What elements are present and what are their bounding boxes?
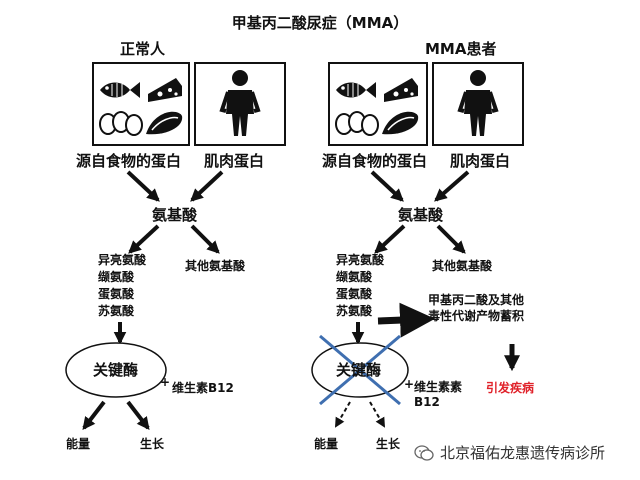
arrow-to-toxic-accumulation xyxy=(377,302,435,338)
person-icon xyxy=(219,70,261,136)
toxic-accumulation-label: 甲基丙二酸及其他 毒性代谢产物蓄积 xyxy=(428,292,524,324)
eggs-icon xyxy=(99,111,143,136)
toxic-line-1: 甲基丙二酸及其他 xyxy=(428,293,525,307)
amino-acid-item: 蛋氨酸 xyxy=(98,287,135,301)
vitamin-line-1: 维生素素 xyxy=(414,380,463,394)
cross-line-2 xyxy=(319,334,401,406)
muscle-icon-box-left xyxy=(194,62,286,146)
growth-label-right: 生长 xyxy=(376,437,401,451)
fish-icon xyxy=(100,82,140,98)
growth-label-left: 生长 xyxy=(140,437,165,451)
watermark-text: 北京福佑龙惠遗传病诊所 xyxy=(440,444,606,462)
wechat-icon xyxy=(414,444,434,461)
disease-label: 引发疾病 xyxy=(486,381,535,395)
arrow-food-to-amino-left xyxy=(126,170,160,202)
food-icon xyxy=(335,78,419,136)
amino-acid-item: 缬氨酸 xyxy=(336,270,373,284)
watermark: 北京福佑龙惠遗传病诊所 xyxy=(414,442,605,463)
mma-patient-heading: MMA患者 xyxy=(425,40,497,58)
arrow-enzyme-to-growth-left xyxy=(126,400,150,431)
amino-acid-item: 苏氨酸 xyxy=(336,304,373,318)
enzyme-ellipse-left xyxy=(65,342,167,398)
food-icons-box-right xyxy=(328,62,428,146)
muscle-protein-label-left: 肌肉蛋白 xyxy=(204,152,265,170)
amino-acid-item: 蛋氨酸 xyxy=(336,287,373,301)
other-amino-acids-label-left: 其他氨基酸 xyxy=(185,259,246,273)
other-amino-acids-label-right: 其他氨基酸 xyxy=(432,259,493,273)
person-icon xyxy=(457,70,499,136)
energy-label-right: 能量 xyxy=(314,437,339,451)
dashed-arrow-to-growth-right xyxy=(369,401,386,428)
energy-label-left: 能量 xyxy=(66,437,91,451)
normal-person-heading: 正常人 xyxy=(120,40,166,58)
arrow-amino-to-other-left xyxy=(190,224,220,254)
plus-sign-right: + xyxy=(404,377,415,391)
amino-acid-item: 异亮氨酸 xyxy=(336,253,385,267)
fish-icon xyxy=(336,82,376,98)
eggs-icon xyxy=(335,111,379,136)
enzyme-label-left: 关键酶 xyxy=(93,361,139,379)
food-icon xyxy=(99,78,183,136)
cheese-icon xyxy=(148,78,182,102)
muscle-icon-box-right xyxy=(432,62,524,146)
diagram-title: 甲基丙二酸尿症（MMA） xyxy=(231,14,409,32)
meat-icon xyxy=(146,111,183,135)
amino-acids-label-right: 氨基酸 xyxy=(398,206,444,224)
food-icons-box-left xyxy=(92,62,190,146)
food-protein-label-right: 源自食物的蛋白 xyxy=(322,152,428,170)
arrow-food-to-amino-right xyxy=(370,170,404,202)
amino-acid-item: 苏氨酸 xyxy=(98,304,135,318)
plus-sign-left: + xyxy=(160,375,171,389)
arrow-amino-to-specific-left xyxy=(128,224,160,254)
toxic-line-2: 毒性代谢产物蓄积 xyxy=(428,309,525,323)
arrow-enzyme-to-energy-left xyxy=(82,400,106,431)
arrow-muscle-to-amino-right xyxy=(434,170,470,202)
amino-acid-item: 异亮氨酸 xyxy=(98,253,147,267)
muscle-protein-label-right: 肌肉蛋白 xyxy=(450,152,511,170)
vitamin-b12-label-right: 维生素素 B12 xyxy=(414,380,462,410)
amino-acid-item: 缬氨酸 xyxy=(98,270,135,284)
meat-icon xyxy=(382,111,419,135)
enzyme-label-right: 关键酶 xyxy=(336,361,382,379)
specific-amino-acids-right: 异亮氨酸 缬氨酸 蛋氨酸 苏氨酸 xyxy=(336,252,384,320)
arrow-muscle-to-amino-left xyxy=(190,170,224,202)
arrow-amino-to-specific-right xyxy=(374,224,406,254)
food-protein-label-left: 源自食物的蛋白 xyxy=(76,152,182,170)
vitamin-line-2: B12 xyxy=(414,395,440,409)
arrow-amino-to-other-right xyxy=(436,224,466,254)
vitamin-b12-label-left: 维生素B12 xyxy=(172,381,234,395)
specific-amino-acids-left: 异亮氨酸 缬氨酸 蛋氨酸 苏氨酸 xyxy=(98,252,146,320)
cheese-icon xyxy=(384,78,418,102)
dashed-arrow-to-energy-right xyxy=(334,401,351,428)
amino-acids-label-left: 氨基酸 xyxy=(152,206,198,224)
